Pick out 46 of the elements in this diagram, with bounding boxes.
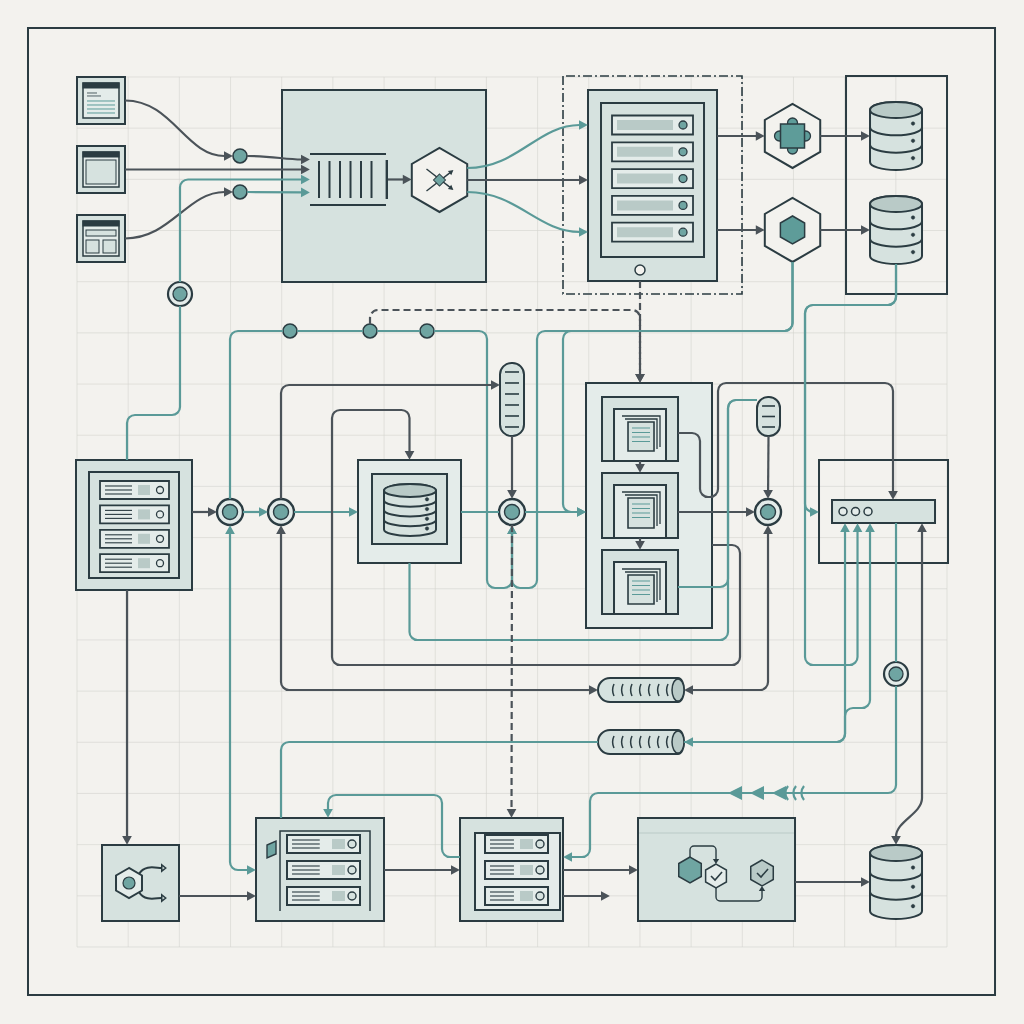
circle-node [753, 497, 783, 527]
connector-line [894, 523, 898, 662]
connector-line [297, 329, 363, 333]
share-icon-box [101, 844, 180, 922]
connector-line [125, 306, 182, 460]
arrow [323, 793, 460, 859]
document-panel [601, 396, 679, 462]
database-box [357, 459, 462, 564]
document-panel [601, 549, 679, 615]
window-icon [76, 145, 126, 194]
database-icon [869, 101, 923, 171]
cylinder-icon [756, 396, 781, 437]
device-bar [831, 499, 936, 524]
pipe-icon [597, 729, 685, 755]
connector-line [377, 329, 420, 333]
junction-dot [282, 323, 298, 339]
server-box [459, 817, 564, 922]
arrow [330, 408, 742, 667]
arrow [803, 264, 898, 667]
server-rack [587, 89, 718, 282]
circle-node [215, 497, 245, 527]
ring-node [166, 280, 194, 308]
dashed-group-box [562, 75, 743, 295]
document-panel [601, 472, 679, 539]
connector-line [408, 398, 757, 642]
circle-node [497, 497, 527, 527]
container-box [845, 75, 948, 295]
cylinder-icon [499, 362, 525, 437]
server-box [255, 817, 385, 922]
connector-line [228, 329, 283, 499]
queue-icon [310, 152, 388, 207]
database-icon [869, 195, 923, 265]
pipe-icon [597, 677, 685, 703]
server-rack [75, 459, 193, 591]
window-icon [76, 214, 126, 263]
connector-line [461, 510, 499, 514]
container-box [818, 459, 949, 564]
circle-node [266, 497, 296, 527]
connector-line [279, 740, 598, 818]
junction-dot [362, 323, 378, 339]
database-icon [869, 844, 923, 920]
ring-node [882, 660, 910, 688]
window-icon [76, 76, 126, 125]
workflow-box [637, 817, 796, 922]
junction-dot [419, 323, 435, 339]
junction-dot [232, 148, 248, 164]
